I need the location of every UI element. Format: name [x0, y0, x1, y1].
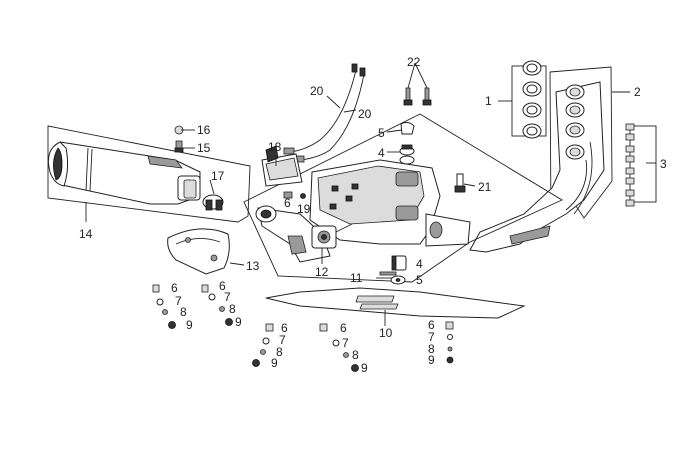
callout-7: 7	[279, 333, 286, 347]
callout-6: 6	[281, 321, 288, 335]
callout-19: 19	[297, 202, 311, 216]
callout-10: 10	[379, 326, 393, 340]
callout-6: 6	[171, 281, 178, 295]
exhaust-gaskets	[511, 60, 547, 139]
collector-box	[309, 159, 471, 247]
leader-lines	[85, 62, 656, 326]
heat-shield	[167, 228, 230, 275]
callout-16: 16	[197, 123, 211, 137]
hardware-stack-a	[152, 284, 176, 329]
callout-8: 8	[180, 305, 187, 319]
hardware-stack-e	[445, 321, 454, 364]
screw-19	[300, 193, 306, 199]
callout-20: 20	[310, 84, 324, 98]
callout-4: 4	[416, 257, 423, 271]
bolts-22	[403, 87, 432, 106]
callout-7: 7	[224, 290, 231, 304]
exhaust-valve	[311, 223, 353, 249]
callout-6: 6	[428, 318, 435, 332]
callout-9: 9	[428, 353, 435, 367]
callout-5: 5	[416, 273, 423, 287]
callout-13: 13	[246, 259, 260, 273]
hardware-stack-b	[201, 284, 233, 326]
rubber-mount-top	[399, 121, 415, 165]
callout-6: 6	[219, 279, 226, 293]
link-pipe	[255, 205, 331, 263]
callout-21: 21	[478, 180, 492, 194]
callout-7: 7	[175, 294, 182, 308]
callout-17: 17	[211, 169, 225, 183]
main-body-frame	[243, 113, 563, 283]
muffler-group-frame	[47, 125, 251, 223]
callout-8: 8	[229, 302, 236, 316]
callout-7: 7	[342, 336, 349, 350]
callout-2: 2	[634, 85, 641, 99]
callout-9: 9	[235, 315, 242, 329]
callout-9: 9	[186, 318, 193, 332]
callout-8: 8	[276, 345, 283, 359]
valve-cables	[283, 63, 366, 163]
callout-14: 14	[79, 227, 93, 241]
rubber-mount-bottom	[379, 255, 407, 285]
callout-4: 4	[378, 146, 385, 160]
callout-9: 9	[271, 356, 278, 370]
callout-9: 9	[361, 361, 368, 375]
callout-1: 1	[485, 94, 492, 108]
callout-labels: 1 2 3 22 20 20 5 4 21 16 15 17 18 6 19 1…	[79, 55, 667, 375]
callout-8: 8	[352, 348, 359, 362]
callout-15: 15	[197, 141, 211, 155]
hardware-stack-c	[252, 323, 274, 367]
muffler-clamp	[202, 194, 224, 211]
header-nuts	[625, 123, 657, 207]
valve-actuator	[261, 145, 303, 199]
callout-22: 22	[407, 55, 421, 69]
callout-18: 18	[268, 140, 282, 154]
callout-20: 20	[358, 107, 372, 121]
callout-8: 8	[428, 342, 435, 356]
callout-6: 6	[340, 321, 347, 335]
callout-7: 7	[428, 330, 435, 344]
muffler-nut-bolt	[174, 125, 184, 153]
callout-6: 6	[284, 196, 291, 210]
header-pipes	[469, 81, 605, 253]
muffler	[47, 141, 201, 205]
o2-sensor	[454, 173, 466, 193]
hardware-stack-d	[319, 323, 359, 372]
callout-11: 11	[350, 271, 363, 285]
callout-12: 12	[315, 265, 329, 279]
callout-5: 5	[378, 126, 385, 140]
callout-3: 3	[660, 157, 667, 171]
under-cover	[265, 287, 526, 319]
